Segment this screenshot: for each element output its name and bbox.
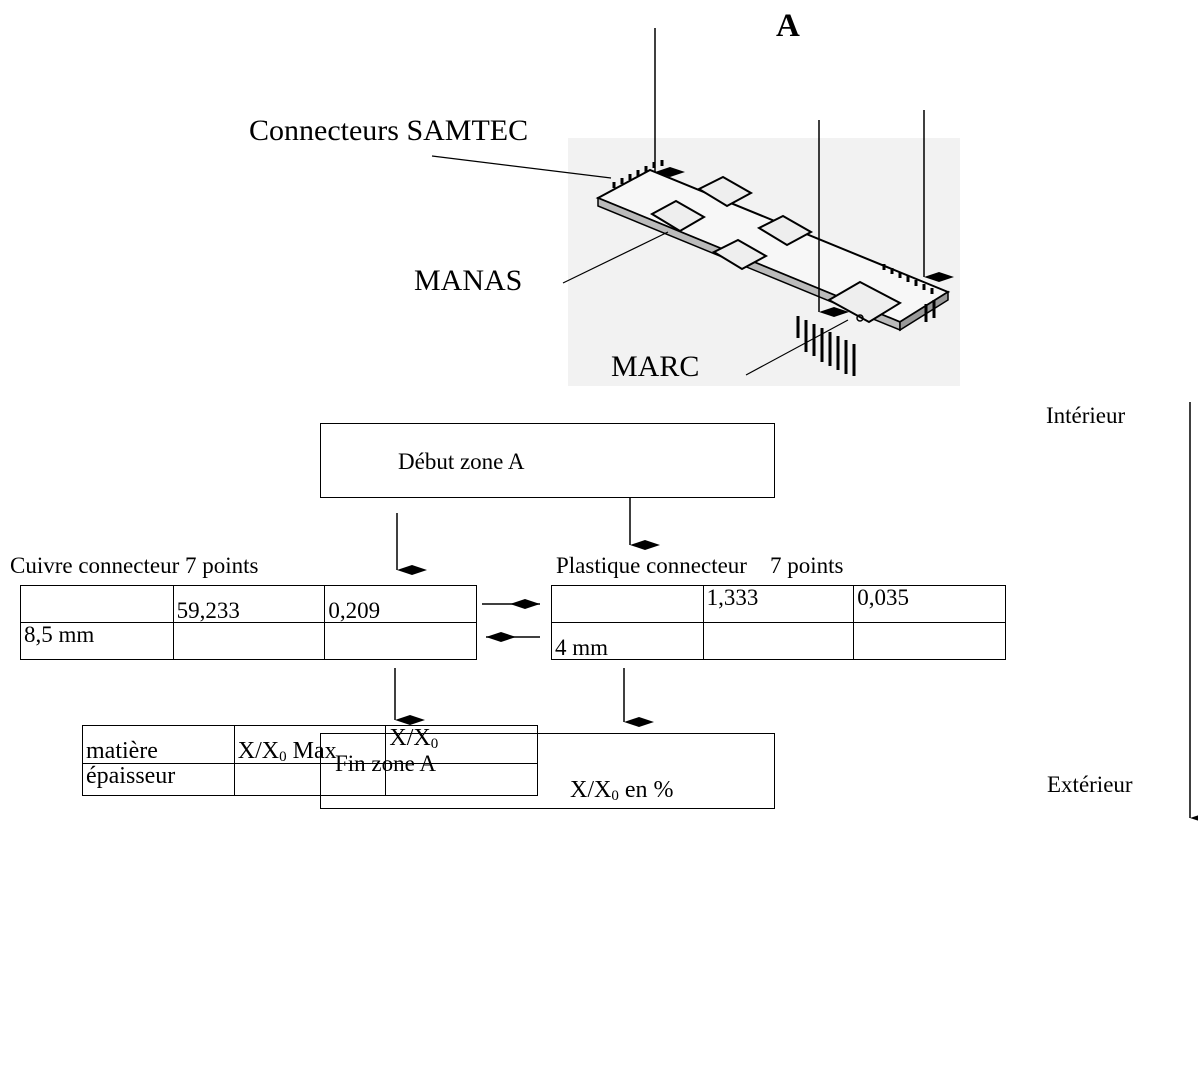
marc-chip	[826, 280, 903, 324]
legend-grid: matière X/X0 Max X/X0 épaisseur	[82, 725, 538, 796]
copper-xx0-max: 59,233	[172, 585, 326, 623]
manas-leader-line	[562, 231, 669, 284]
legend-unit-note: X/X0 en %	[570, 777, 674, 804]
label-samtec: Connecteurs SAMTEC	[249, 114, 529, 147]
copper-xx0: 0,209	[324, 585, 477, 623]
copper-material-cell	[20, 585, 174, 623]
legend-xx0: X/X0	[385, 725, 538, 764]
board-illustration	[568, 138, 960, 386]
plastic-table: 1,333 0,035 4 mm	[551, 585, 1006, 660]
legend-material: matière	[82, 725, 235, 764]
samtec-connector-pins	[612, 160, 664, 188]
copper-thickness: 8,5 mm	[20, 622, 174, 660]
plastic-thickness: 4 mm	[551, 622, 704, 660]
plastic-title: Plastique connecteur 7 points	[556, 553, 844, 578]
plastic-xx0: 0,035	[853, 585, 1006, 623]
manas-chip	[696, 175, 754, 208]
samtec-leader-line	[431, 155, 612, 179]
label-marc: MARC	[611, 350, 700, 383]
plastic-material-cell	[551, 585, 704, 623]
start-zone-label: Début zone A	[398, 449, 525, 474]
label-interior: Intérieur	[1046, 403, 1126, 428]
label-exterior: Extérieur	[1047, 772, 1133, 797]
manas-chip	[649, 199, 706, 233]
label-manas: MANAS	[414, 264, 523, 297]
legend-thickness: épaisseur	[82, 763, 235, 796]
start-zone-box: Début zone A	[320, 423, 775, 498]
legend-xx0-max: X/X0 Max	[233, 725, 387, 765]
marc-leader-line	[745, 319, 849, 376]
plastic-xx0-max: 1,333	[702, 585, 855, 623]
zone-title: A	[776, 8, 800, 44]
manas-chip	[711, 238, 769, 271]
copper-table: 59,233 0,209 8,5 mm	[20, 585, 477, 660]
manas-chip	[756, 214, 814, 247]
copper-title: Cuivre connecteur 7 points	[10, 553, 259, 578]
